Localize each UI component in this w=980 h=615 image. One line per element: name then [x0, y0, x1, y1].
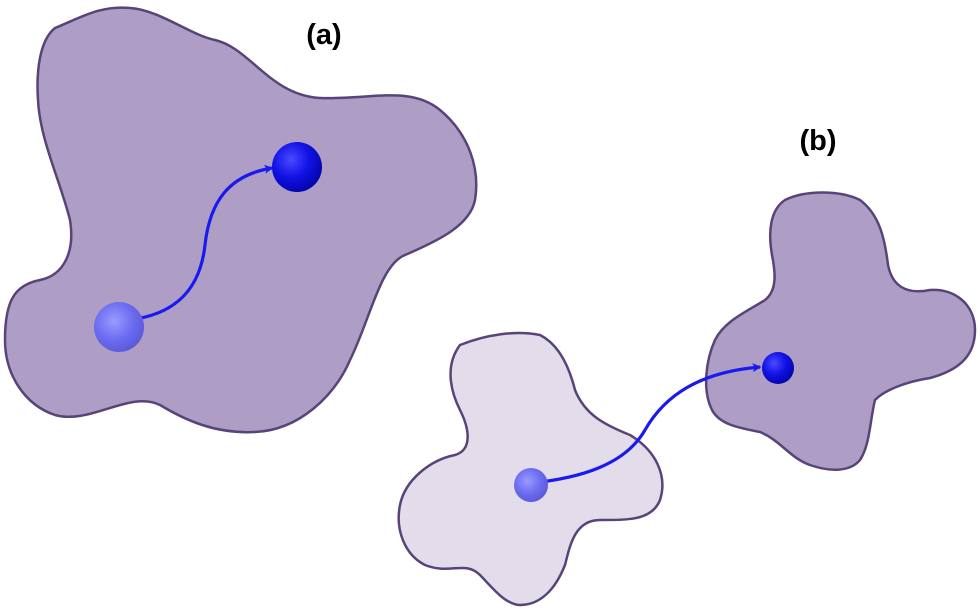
blob-b-target: [704, 191, 977, 471]
panel-label-b: (b): [799, 125, 836, 157]
blob-a: [3, 6, 478, 434]
panel-label-a: (a): [306, 19, 341, 51]
hop-arrow-b: [531, 363, 762, 485]
particle-b-end: [762, 352, 794, 384]
particle-a-end: [272, 142, 322, 192]
hop-arrow-a: [127, 164, 274, 322]
particle-a-start: [94, 302, 144, 352]
particle-b-start: [514, 468, 548, 502]
